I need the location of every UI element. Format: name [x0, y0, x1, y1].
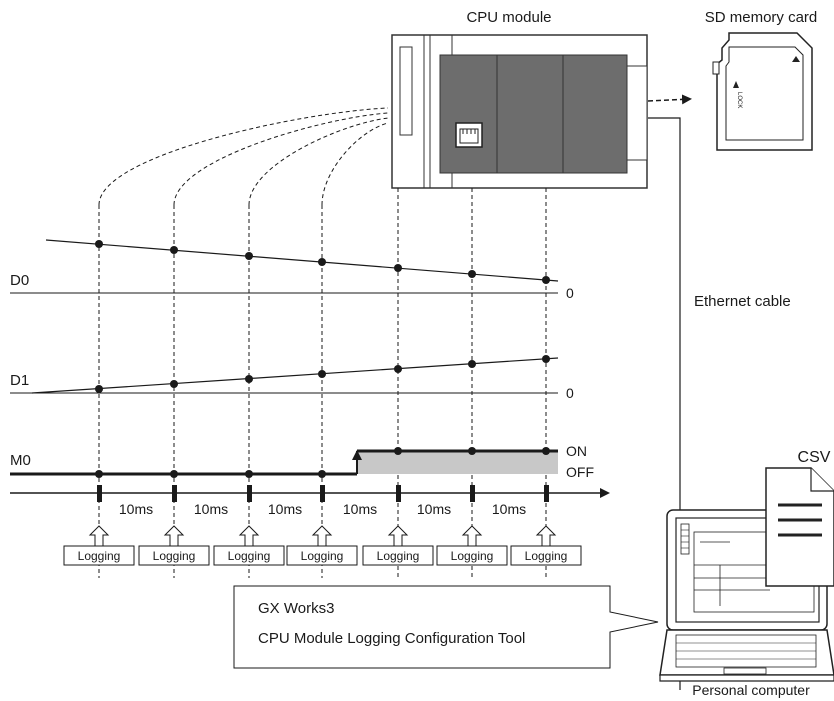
logging-label: Logging: [451, 549, 494, 563]
logging-label: Logging: [228, 549, 271, 563]
sd-card-label: SD memory card: [705, 9, 818, 26]
interval-label: 10ms: [417, 501, 451, 517]
interval-label: 10ms: [194, 501, 228, 517]
m0-on-label: ON: [566, 443, 587, 459]
callout-line-1: GX Works3: [258, 600, 334, 617]
ethernet-cable-line: [648, 117, 681, 690]
interval-label: 10ms: [268, 501, 302, 517]
personal-computer-label: Personal computer: [692, 682, 810, 698]
cpu-module-label: CPU module: [466, 9, 551, 26]
logging-label: Logging: [301, 549, 344, 563]
d0-label: D0: [10, 272, 29, 289]
ethernet-port-icon: [455, 122, 483, 148]
d1-zero-label: 0: [566, 385, 574, 401]
interval-label: 10ms: [119, 501, 153, 517]
ethernet-cable-label: Ethernet cable: [694, 293, 791, 310]
data-collection-curves: [98, 107, 547, 578]
time-axis-ticks: [97, 485, 549, 502]
logging-label: Logging: [525, 549, 568, 563]
logging-label: Logging: [78, 549, 121, 563]
csv-label: CSV: [798, 449, 831, 466]
d1-signal: [10, 355, 559, 394]
interval-label: 10ms: [343, 501, 377, 517]
m0-signal: [10, 447, 558, 478]
csv-file-icon: [765, 467, 834, 587]
cpu-module: [391, 34, 648, 189]
d0-zero-label: 0: [566, 285, 574, 301]
callout-line-2: CPU Module Logging Configuration Tool: [258, 630, 525, 647]
m0-label: M0: [10, 452, 31, 469]
logging-label: Logging: [153, 549, 196, 563]
sd-card-icon: LOCK: [712, 32, 813, 151]
logging-arrows: [88, 525, 557, 547]
m0-off-label: OFF: [566, 464, 594, 480]
logging-label: Logging: [377, 549, 420, 563]
d0-signal: [10, 239, 559, 294]
d1-label: D1: [10, 372, 29, 389]
logging-boxes: [63, 545, 582, 566]
interval-label: 10ms: [492, 501, 526, 517]
sd-write-arrow: [647, 94, 692, 105]
software-callout: [233, 585, 659, 669]
sd-lock-label: LOCK: [736, 92, 742, 108]
